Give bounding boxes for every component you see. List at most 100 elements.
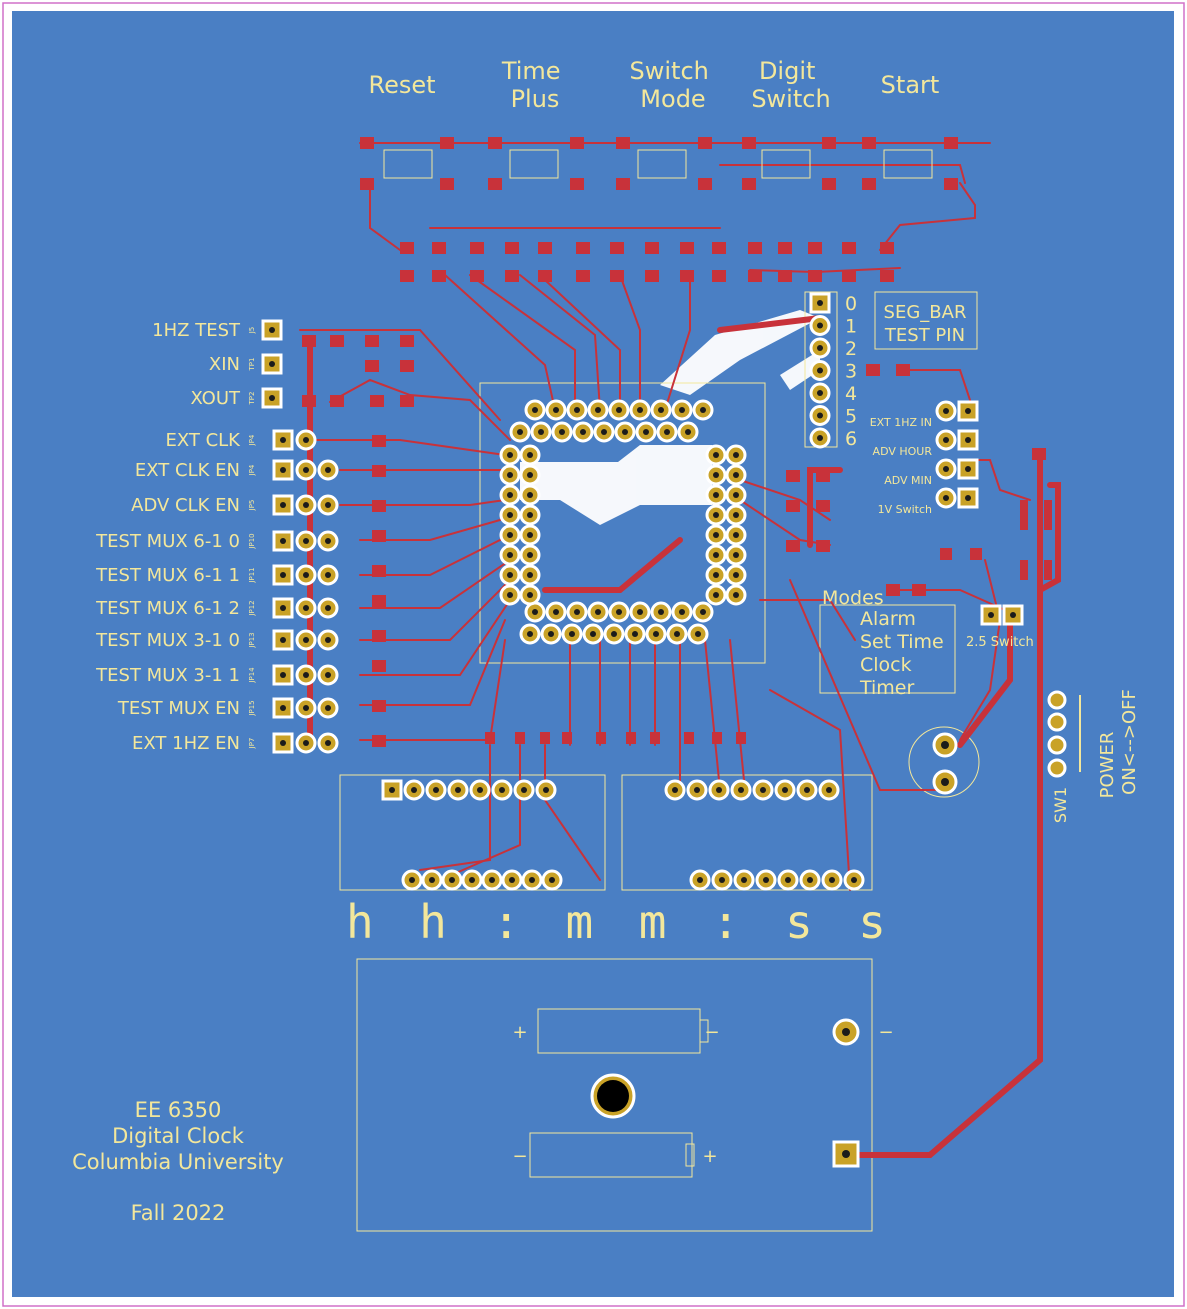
svg-text:−: − [704, 1022, 719, 1043]
display-pin [521, 869, 543, 891]
left-label-12: EXT 1HZ EN [132, 733, 240, 754]
switch-label: 2.5 Switch [966, 635, 1034, 650]
power-switch-ref: SW1 [1051, 787, 1070, 823]
header-pin [295, 629, 317, 651]
display-pin [818, 779, 840, 801]
power-switch-pins [1047, 690, 1081, 778]
mcu-pin [551, 421, 573, 443]
header-pin [317, 459, 339, 481]
seg-bar-pin [809, 405, 831, 426]
display-pin [403, 779, 425, 801]
left-label-2: XOUT [190, 388, 241, 409]
resistor-row [400, 242, 894, 282]
mcu-pin [593, 421, 615, 443]
mcu-pin [614, 421, 636, 443]
display-pin [796, 779, 818, 801]
display-pin [843, 869, 865, 891]
display-pin [441, 869, 463, 891]
display-pin [381, 779, 403, 801]
header-pin [317, 564, 339, 586]
mcu-pin [499, 504, 521, 526]
right-header-pin [935, 487, 957, 509]
left-label-7: TEST MUX 6-1 1 [95, 565, 240, 586]
seg-bar-title: SEG_BAR [884, 302, 967, 323]
left-label-3: EXT CLK [165, 430, 241, 451]
header-pin [317, 629, 339, 651]
mcu-pin [587, 601, 609, 623]
display-pin [799, 869, 821, 891]
mcu-pin [545, 399, 567, 421]
right-pads [786, 364, 1052, 596]
left-label-8: TEST MUX 6-1 2 [95, 598, 240, 619]
digit-switch-label: Digit Switch [751, 57, 830, 113]
right-header-pin [957, 400, 979, 422]
header-pin [295, 697, 317, 719]
mcu-pin [629, 601, 651, 623]
header-pin [272, 494, 294, 516]
mcu-pin [725, 484, 747, 506]
mcu-pin [519, 524, 541, 546]
seg-bar-pin-number: 2 [845, 338, 857, 360]
display-pin [461, 869, 483, 891]
left-ref-3: JP4 [248, 434, 256, 446]
display-pin [686, 779, 708, 801]
seg-bar-pin [809, 292, 831, 314]
display-pin [541, 869, 563, 891]
reset-label: Reset [368, 71, 435, 99]
mcu-pin [524, 601, 546, 623]
header-pin [295, 597, 317, 619]
left-label-10: TEST MUX 3-1 1 [95, 665, 240, 686]
header-pin [295, 429, 317, 451]
display-pin [425, 779, 447, 801]
board-copper-pour [12, 11, 1174, 1297]
button-labels: Reset Time Plus Switch Mode Digit Switch… [368, 57, 939, 113]
display-pin [501, 869, 523, 891]
mcu-pin [519, 444, 541, 466]
display-pin [774, 779, 796, 801]
seg-bar-pin-number: 6 [845, 428, 857, 450]
mcu-pin [725, 524, 747, 546]
mcu-pin [524, 399, 546, 421]
footer-credits: EE 6350 Digital Clock Columbia Universit… [72, 1098, 284, 1225]
mode-item: Clock [860, 654, 912, 676]
mcu-pin [692, 601, 714, 623]
mcu-pin [519, 504, 541, 526]
header-pin [317, 597, 339, 619]
left-label-4: EXT CLK EN [135, 460, 240, 481]
left-header-pins [261, 319, 339, 754]
svg-text:+: + [702, 1146, 717, 1167]
display-pin [755, 869, 777, 891]
mcu-pin [561, 623, 583, 645]
mcu-pin [677, 421, 699, 443]
left-label-1: XIN [209, 354, 240, 375]
mcu-pin [725, 544, 747, 566]
svg-text:−: − [878, 1022, 893, 1043]
mcu-pin [687, 623, 709, 645]
right-header-label: ADV MIN [884, 474, 932, 487]
mcu-pin [705, 524, 727, 546]
display-pin [711, 869, 733, 891]
header-pin [295, 732, 317, 754]
left-ref-5: JP5 [248, 500, 256, 512]
display-pins [381, 779, 865, 891]
left-resistors [302, 335, 414, 747]
display-pin [481, 869, 503, 891]
mcu-pin [499, 444, 521, 466]
left-ref-1: TP1 [248, 358, 256, 372]
right-header-pin [935, 400, 957, 422]
switch-pads [980, 604, 1024, 626]
header-pin [295, 494, 317, 516]
header-pin [272, 459, 294, 481]
mcu-pin [519, 623, 541, 645]
seg-bar-subtitle: TEST PIN [884, 325, 965, 346]
mcu-pin [519, 464, 541, 486]
header-pin [272, 629, 294, 651]
mcu-pin [519, 584, 541, 606]
left-ref-10: JP14 [248, 667, 256, 684]
buzzer-pads [932, 732, 958, 795]
seg-bar-pin [809, 360, 831, 381]
right-header-pins [935, 400, 979, 509]
